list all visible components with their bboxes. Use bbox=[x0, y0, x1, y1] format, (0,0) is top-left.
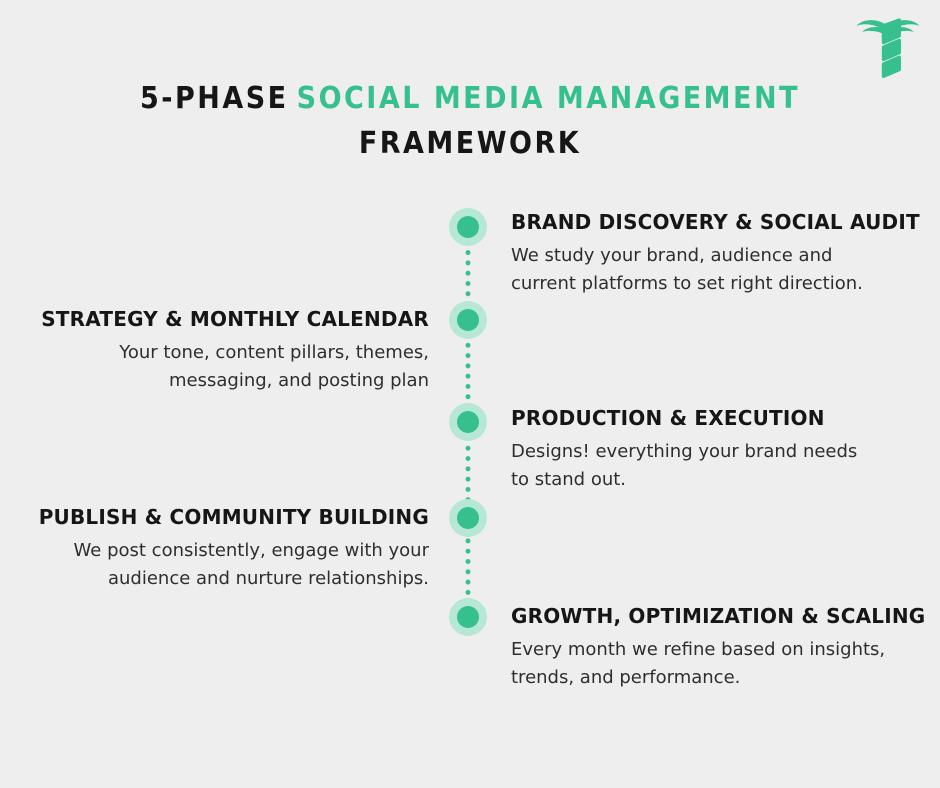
phase-body-line: Your tone, content pillars, themes, bbox=[119, 342, 429, 363]
trunk-tree-logo-icon bbox=[856, 18, 920, 79]
phase-body: We post consistently, engage with your a… bbox=[39, 537, 429, 593]
phase-body-line: We post consistently, engage with your bbox=[73, 540, 429, 561]
phase-heading: BRAND DISCOVERY & SOCIAL AUDIT bbox=[511, 210, 920, 234]
phase-body: We study your brand, audience and curren… bbox=[511, 242, 920, 298]
phase-heading: PUBLISH & COMMUNITY BUILDING bbox=[38, 505, 429, 529]
title-prefix: 5-PHASE bbox=[140, 81, 289, 116]
timeline-node-5 bbox=[449, 598, 487, 636]
phase-body-line: to stand out. bbox=[511, 469, 627, 490]
phase-body: Every month we refine based on insights,… bbox=[511, 636, 925, 692]
phase-growth-optimization: GROWTH, OPTIMIZATION & SCALING Every mon… bbox=[511, 601, 925, 692]
timeline-node-2 bbox=[449, 301, 487, 339]
phase-production-execution: PRODUCTION & EXECUTION Designs! everythi… bbox=[511, 403, 857, 494]
phase-body-line: Designs! everything your brand needs bbox=[511, 441, 858, 462]
timeline-node-4 bbox=[449, 499, 487, 537]
phase-heading: PRODUCTION & EXECUTION bbox=[511, 406, 825, 430]
phase-body-line: messaging, and posting plan bbox=[169, 370, 429, 391]
phase-publish-community: PUBLISH & COMMUNITY BUILDING We post con… bbox=[39, 502, 429, 593]
phase-body: Designs! everything your brand needs to … bbox=[511, 438, 857, 494]
page-title-line2: FRAMEWORK bbox=[358, 126, 582, 161]
phase-brand-discovery: BRAND DISCOVERY & SOCIAL AUDIT We study … bbox=[511, 207, 920, 298]
phase-heading: STRATEGY & MONTHLY CALENDAR bbox=[41, 307, 429, 331]
phase-heading: GROWTH, OPTIMIZATION & SCALING bbox=[511, 604, 926, 628]
timeline-node-1 bbox=[449, 208, 487, 246]
phase-body-line: trends, and performance. bbox=[511, 667, 741, 688]
title-highlight: SOCIAL MEDIA MANAGEMENT bbox=[296, 81, 800, 116]
phase-body: Your tone, content pillars, themes, mess… bbox=[41, 339, 429, 395]
phase-strategy-calendar: STRATEGY & MONTHLY CALENDAR Your tone, c… bbox=[41, 304, 429, 395]
phase-body-line: We study your brand, audience and bbox=[511, 245, 833, 266]
phase-body-line: Every month we refine based on insights, bbox=[511, 639, 886, 660]
phase-body-line: audience and nurture relationships. bbox=[107, 568, 429, 589]
phase-body-line: current platforms to set right direction… bbox=[511, 273, 863, 294]
timeline-node-3 bbox=[449, 403, 487, 441]
